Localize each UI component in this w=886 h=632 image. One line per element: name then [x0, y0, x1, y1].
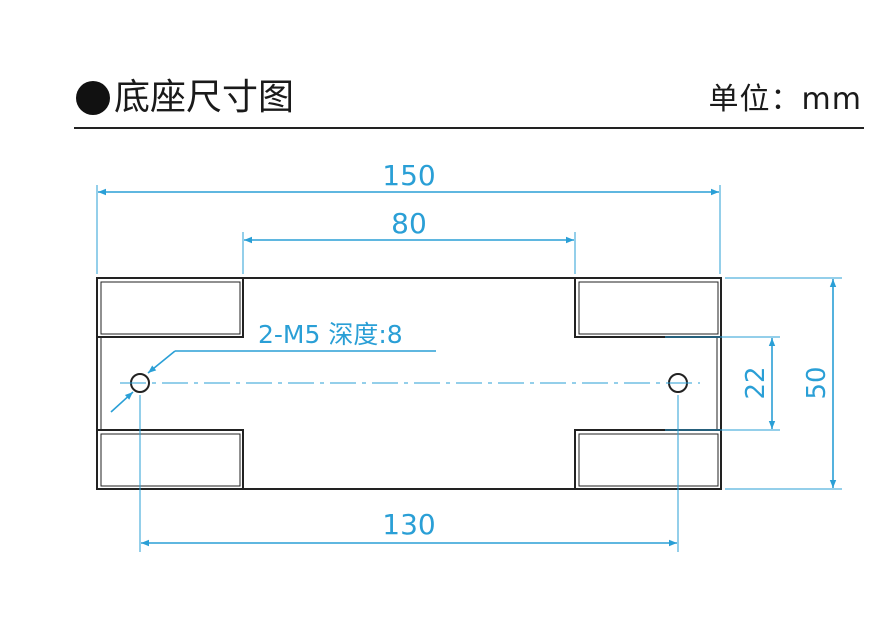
header-divider [74, 127, 864, 129]
dim-label-50: 50 [802, 366, 832, 399]
unit-label: 单位：mm [708, 82, 862, 117]
dim-label-130: 130 [382, 508, 435, 541]
plate-outline [96, 277, 722, 490]
dim-label-150: 150 [382, 159, 435, 192]
bullet-icon [76, 81, 110, 115]
dim-label-22: 22 [741, 366, 771, 399]
hole-leader [110, 350, 436, 413]
base-plate [96, 277, 722, 490]
page-title-text: 底座尺寸图 [114, 77, 295, 118]
slot-bottom-left [96, 429, 244, 490]
slot-top-left [96, 277, 244, 338]
slot-top-right [574, 277, 722, 338]
hole-callout: 2-M5 深度:8 [258, 320, 403, 349]
page-title: 底座尺寸图 [76, 76, 294, 120]
dim-label-80: 80 [391, 207, 427, 240]
extension-lines [96, 185, 842, 552]
slot-bottom-right [574, 429, 722, 490]
